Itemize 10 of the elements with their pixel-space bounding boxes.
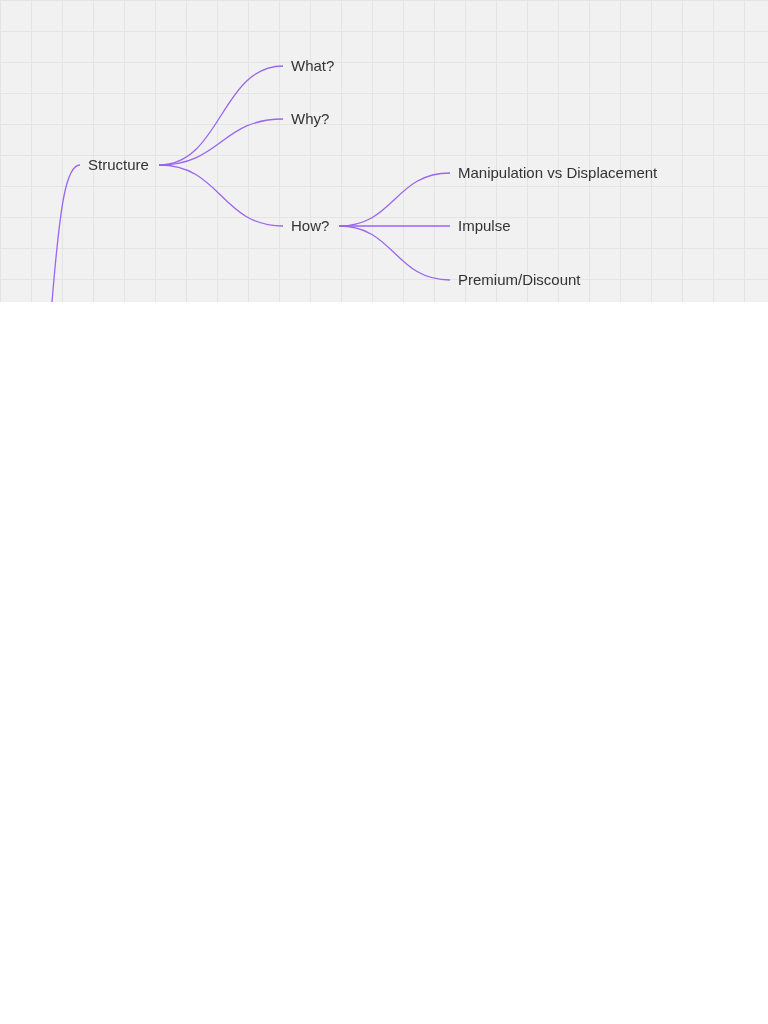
topic-label: Impulse	[458, 216, 511, 236]
topic-label: Manipulation vs Displacement	[458, 163, 658, 183]
topic-label: Premium/Discount	[458, 270, 581, 290]
connector-line	[338, 225, 451, 281]
connector-line	[51, 164, 81, 302]
topic-label: Structure	[88, 155, 149, 175]
topic-label: Why?	[291, 109, 330, 129]
topic-label: What?	[291, 56, 335, 76]
connector-line	[158, 164, 284, 227]
topic-label: How?	[291, 216, 330, 236]
